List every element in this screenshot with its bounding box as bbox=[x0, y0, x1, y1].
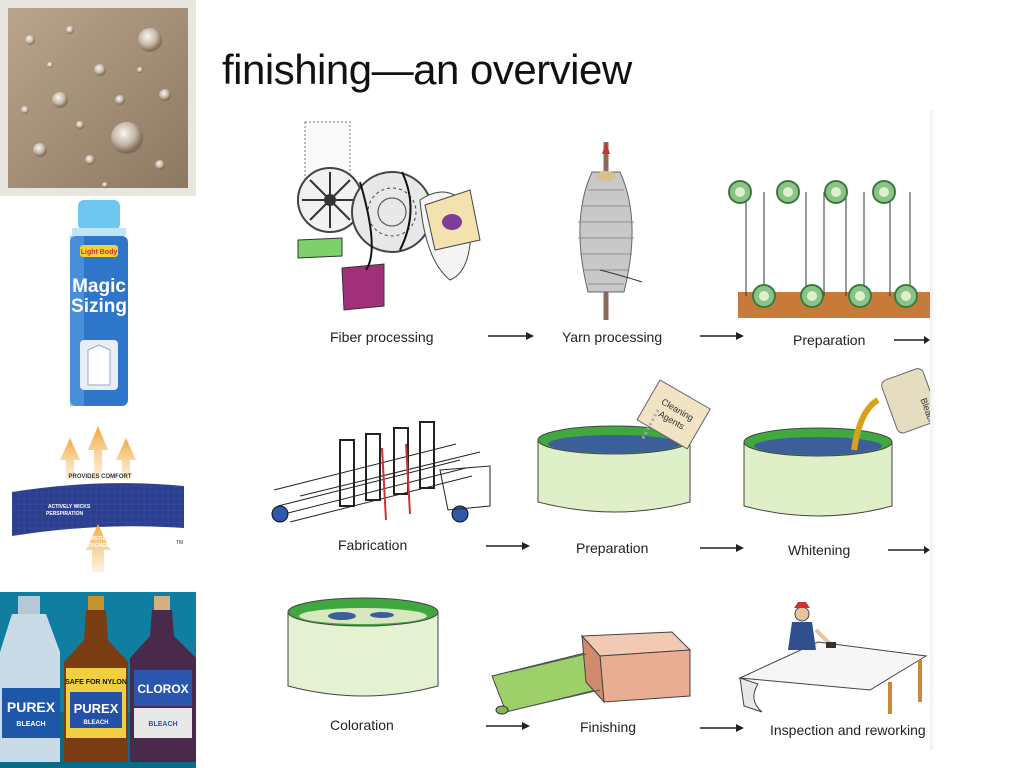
inspection-table-illustration bbox=[738, 602, 928, 714]
step-label-fiber-processing: Fiber processing bbox=[330, 329, 434, 345]
bleach-bottles-photo: PUREX BLEACH SAFE FOR NYLON PUREX BLEACH… bbox=[0, 592, 196, 768]
wicking-fabric-graphic: PROVIDES COMFORT ACTIVELY WICKS PERSPIRA… bbox=[0, 420, 196, 580]
can-brand-top: Light Body bbox=[81, 249, 118, 256]
arrow-4 bbox=[486, 542, 530, 550]
arrow-8 bbox=[700, 724, 744, 732]
step-label-whitening: Whitening bbox=[788, 542, 850, 558]
can-line2: Sizing bbox=[71, 296, 127, 317]
can-line1: Magic bbox=[72, 276, 126, 297]
preparation-vat-illustration: Cleaning Agents bbox=[537, 379, 711, 513]
moisture-label: MOISTURE bbox=[85, 536, 112, 542]
bottle1-sub: BLEACH bbox=[16, 721, 45, 728]
arrow-1 bbox=[488, 332, 534, 340]
arrow-2 bbox=[700, 332, 744, 340]
step-label-yarn-processing: Yarn processing bbox=[562, 329, 662, 345]
whitening-vat-illustration: Bleach bbox=[743, 368, 940, 517]
step-label-preparation-1: Preparation bbox=[793, 332, 865, 348]
preparation-rollers-illustration bbox=[728, 180, 930, 318]
coloration-vat-illustration bbox=[287, 597, 439, 697]
movement-label: MOVEMENT bbox=[84, 543, 113, 549]
provides-comfort-label: PROVIDES COMFORT bbox=[68, 474, 131, 480]
arrow-6 bbox=[888, 546, 930, 554]
arrow-3 bbox=[894, 336, 930, 344]
finishing-frame-illustration bbox=[491, 631, 692, 715]
trademark-label: TM bbox=[176, 540, 183, 546]
fabrication-loom-illustration bbox=[271, 421, 491, 523]
slide-title: finishing—an overview bbox=[222, 46, 632, 93]
textile-process-diagram: Fiber processing Yarn processing bbox=[270, 110, 940, 750]
step-label-preparation-2: Preparation bbox=[576, 540, 648, 556]
bottle2-top: SAFE FOR NYLON bbox=[65, 679, 127, 686]
step-label-inspection: Inspection and reworking bbox=[770, 722, 926, 738]
bottle2-brand: PUREX bbox=[74, 701, 119, 716]
bottle1-brand: PUREX bbox=[7, 699, 56, 715]
fiber-processing-illustration bbox=[297, 121, 481, 311]
arrow-5 bbox=[700, 544, 744, 552]
magic-sizing-can: Light Body Magic Sizing bbox=[0, 200, 196, 410]
panel-edge bbox=[930, 110, 936, 750]
step-label-coloration: Coloration bbox=[330, 717, 394, 733]
step-label-fabrication: Fabrication bbox=[338, 537, 407, 553]
water-droplets-photo bbox=[0, 0, 196, 196]
wicks-label: ACTIVELY WICKS bbox=[48, 504, 91, 510]
step-label-finishing: Finishing bbox=[580, 719, 636, 735]
bottle2-sub: BLEACH bbox=[84, 720, 109, 726]
arrow-7 bbox=[486, 722, 530, 730]
bottle3-brand: CLOROX bbox=[137, 682, 188, 696]
yarn-spindle-illustration bbox=[578, 142, 643, 320]
perspiration-label: PERSPIRATION bbox=[46, 511, 84, 517]
bottle3-sub: BLEACH bbox=[148, 721, 177, 728]
